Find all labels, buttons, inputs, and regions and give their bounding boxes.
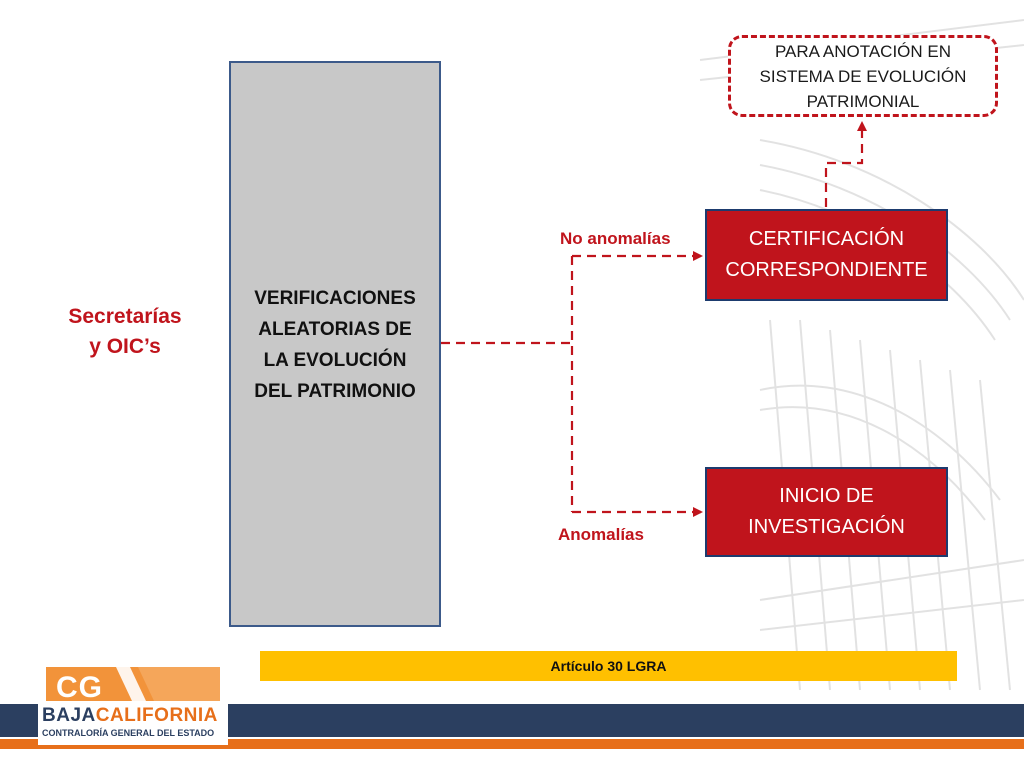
- main-process-label: VERIFICACIONES ALEATORIAS DE LA EVOLUCIÓ…: [229, 283, 441, 407]
- note-line-3: PATRIMONIAL: [806, 91, 920, 111]
- main-process-line-3: LA EVOLUCIÓN: [263, 350, 407, 371]
- actor-label: Secretarías y OIC’s: [40, 302, 210, 362]
- no-anomalies-label: No anomalías: [560, 229, 671, 248]
- annotation-note-box: PARA ANOTACIÓN EN SISTEMA DE EVOLUCIÓN P…: [728, 35, 998, 117]
- article-reference-bar: Artículo 30 LGRA: [260, 651, 957, 681]
- main-process-line-4: DEL PATRIMONIO: [254, 381, 416, 402]
- main-process-line-1: VERIFICACIONES: [254, 288, 416, 309]
- investigation-line-1: INICIO DE: [779, 485, 874, 507]
- connector-certification-to-note: [824, 121, 867, 207]
- logo-subtitle: CONTRALORÍA GENERAL DEL ESTADO: [42, 728, 215, 738]
- logo-name-part-2: CALIFORNIA: [95, 705, 218, 726]
- logo-name: BAJACALIFORNIA: [42, 705, 218, 727]
- logo-stripe-icon: [116, 667, 220, 701]
- actor-line-2: y OIC’s: [89, 335, 161, 358]
- anomalies-label: Anomalías: [558, 525, 644, 544]
- actor-line-1: Secretarías: [68, 305, 182, 328]
- main-process-line-2: ALEATORIAS DE: [258, 319, 412, 340]
- certification-line-2: CORRESPONDIENTE: [725, 259, 928, 281]
- investigation-line-2: INVESTIGACIÓN: [748, 516, 905, 538]
- note-line-1: PARA ANOTACIÓN EN: [774, 41, 952, 61]
- note-line-2: SISTEMA DE EVOLUCIÓN: [759, 66, 967, 86]
- article-reference-label: Artículo 30 LGRA: [550, 658, 667, 674]
- certification-line-1: CERTIFICACIÓN: [748, 228, 905, 250]
- certification-box: CERTIFICACIÓN CORRESPONDIENTE: [705, 209, 948, 301]
- main-process-box: [229, 61, 441, 627]
- logo-initials: CG: [56, 671, 103, 704]
- organization-logo: CG BAJACALIFORNIA CONTRALORÍA GENERAL DE…: [38, 665, 228, 745]
- investigation-box: INICIO DE INVESTIGACIÓN: [705, 467, 948, 557]
- footer-orange-band: [0, 739, 1024, 749]
- logo-name-part-1: BAJA: [42, 705, 96, 726]
- logo-orange-block: CG: [46, 667, 220, 704]
